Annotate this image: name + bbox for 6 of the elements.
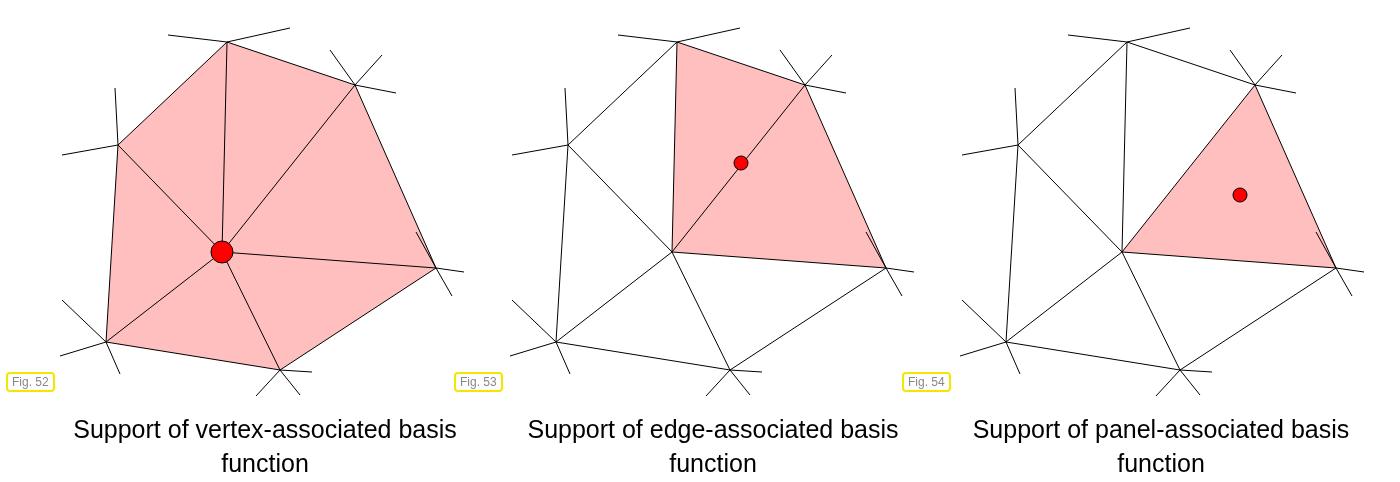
figure-caption: Support of panel-associated basis function xyxy=(971,414,1351,479)
figure-caption: Support of vertex-associated basis function xyxy=(72,414,458,479)
figure-number: Fig. 52 xyxy=(6,372,55,392)
figure-number: Fig. 54 xyxy=(902,372,951,392)
figure-caption: Support of edge-associated basis function xyxy=(526,414,900,479)
figure-number: Fig. 53 xyxy=(454,372,503,392)
